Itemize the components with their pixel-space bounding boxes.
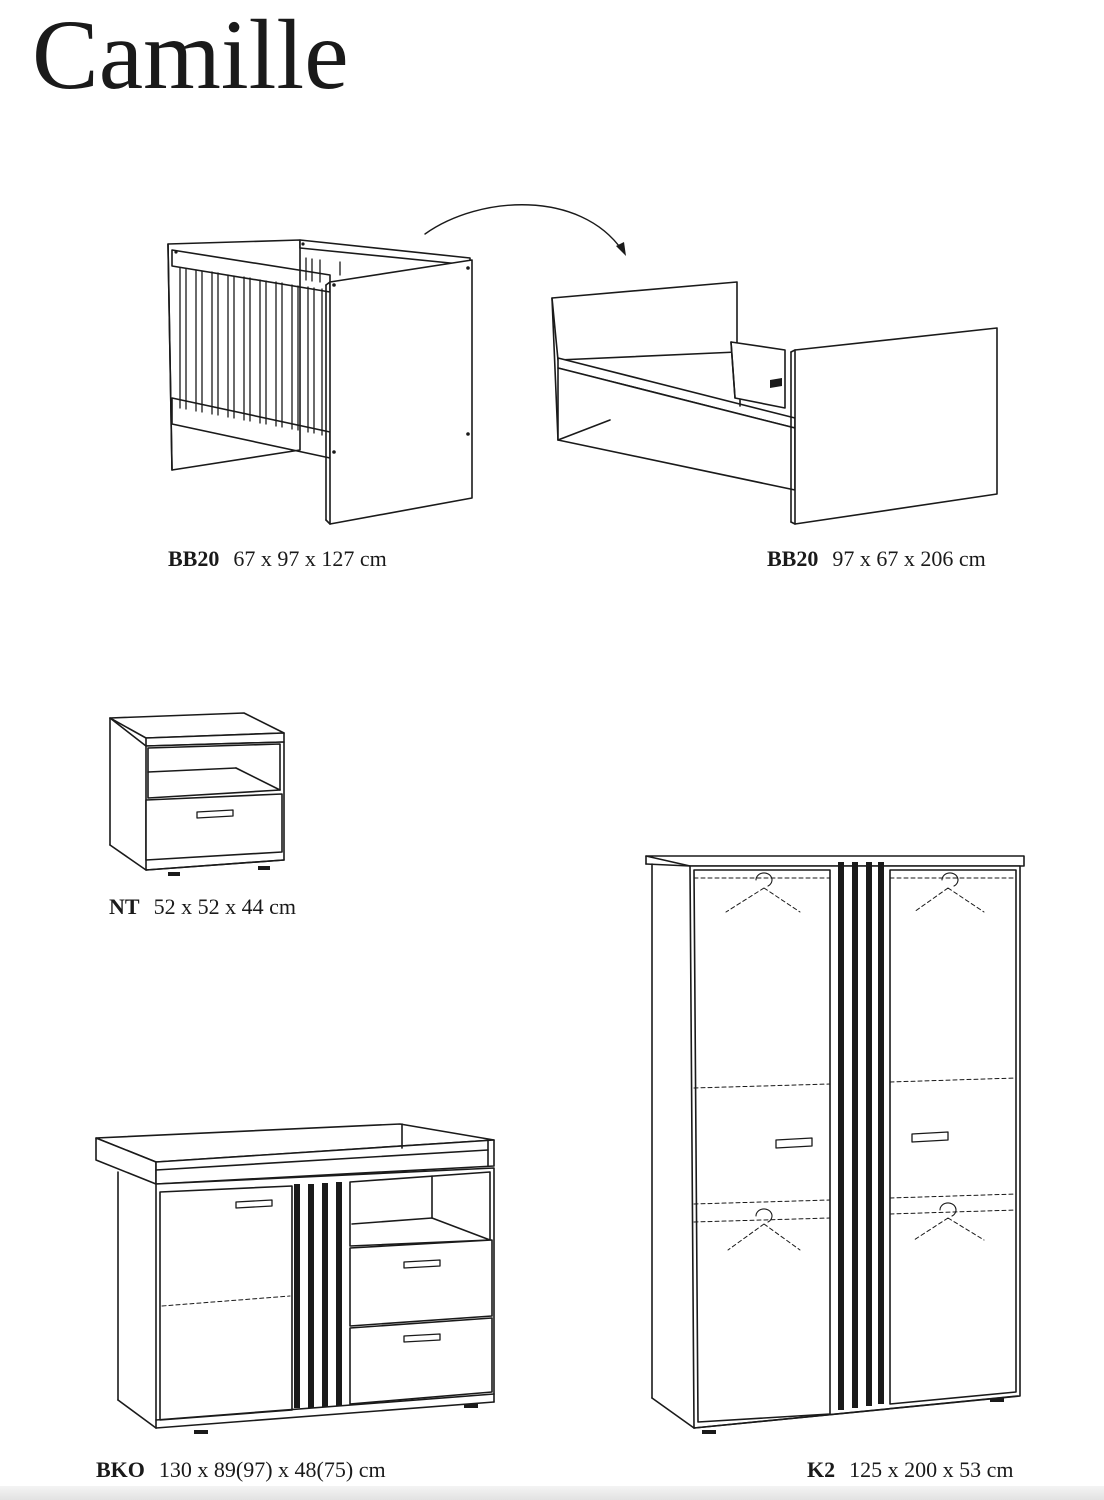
product-code: BB20 xyxy=(168,546,220,571)
product-dimensions: 52 x 52 x 44 cm xyxy=(153,894,296,919)
product-code: K2 xyxy=(807,1457,836,1482)
product-dimensions: 130 x 89(97) x 48(75) cm xyxy=(158,1457,386,1482)
crib-drawing xyxy=(167,239,473,525)
caption-nightstand: NT 52 x 52 x 44 cm xyxy=(109,894,296,920)
product-dimensions: 125 x 200 x 53 cm xyxy=(849,1457,1014,1482)
dresser-drawing xyxy=(95,1123,495,1434)
product-code: BKO xyxy=(96,1457,145,1482)
nightstand-drawing xyxy=(109,712,285,876)
caption-dresser: BKO 130 x 89(97) x 48(75) cm xyxy=(96,1457,386,1483)
product-code: BB20 xyxy=(767,546,819,571)
caption-junior-bed: BB20 97 x 67 x 206 cm xyxy=(767,546,986,572)
product-dimensions: 97 x 67 x 206 cm xyxy=(832,546,986,571)
page-title: Camille xyxy=(32,0,349,110)
product-code: NT xyxy=(109,894,140,919)
page-bottom-edge xyxy=(0,1486,1104,1500)
caption-wardrobe: K2 125 x 200 x 53 cm xyxy=(807,1457,1014,1483)
wardrobe-drawing xyxy=(645,855,1025,1434)
product-dimensions: 67 x 97 x 127 cm xyxy=(233,546,387,571)
caption-crib: BB20 67 x 97 x 127 cm xyxy=(168,546,387,572)
conversion-arrow xyxy=(424,204,626,256)
junior-bed-drawing xyxy=(551,281,998,525)
